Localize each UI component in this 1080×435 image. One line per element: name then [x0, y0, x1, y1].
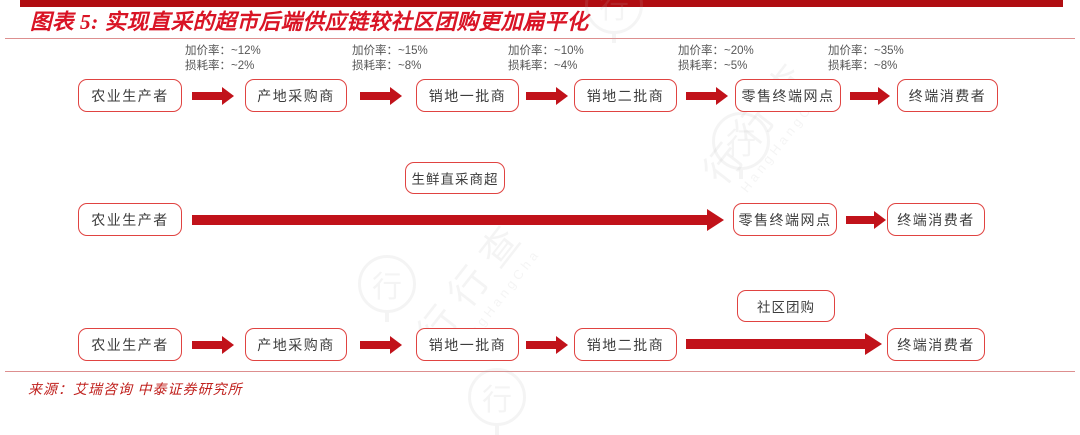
arrow-right-icon [850, 87, 890, 105]
title-divider [5, 38, 1075, 39]
chain1-rates-3: 加价率：~10% 损耗率：~4% [508, 44, 584, 74]
chain1-node-origin-buyer: 产地采购商 [245, 79, 347, 112]
chain1-rates-2: 加价率：~15% 损耗率：~8% [352, 44, 428, 74]
chain1-rates-4: 加价率：~20% 损耗率：~5% [678, 44, 754, 74]
chain2-node-retail-terminal: 零售终端网点 [733, 203, 837, 236]
chain3-node-farmer: 农业生产者 [78, 328, 182, 361]
arrow-right-icon [846, 211, 886, 229]
watermark-logo-icon: 行 [468, 368, 526, 426]
chain3-node-consumer: 终端消费者 [887, 328, 985, 361]
markup-rate: 加价率：~12% [185, 45, 261, 57]
chain3-channel-label: 社区团购 [737, 290, 835, 322]
chain1-node-first-wholesaler: 销地一批商 [416, 79, 519, 112]
chain2-node-farmer: 农业生产者 [78, 203, 182, 236]
chain1-rates-5: 加价率：~35% 损耗率：~8% [828, 44, 904, 74]
arrow-right-icon [526, 336, 568, 354]
chain1-node-consumer: 终端消费者 [897, 79, 998, 112]
loss-rate: 损耗率：~8% [828, 60, 898, 72]
arrow-right-icon [686, 87, 728, 105]
source-note: 来源：艾瑞咨询 中泰证券研究所 [28, 383, 243, 398]
chain3-node-first-wholesaler: 销地一批商 [416, 328, 519, 361]
arrow-right-icon [192, 87, 234, 105]
chain1-node-farmer: 农业生产者 [78, 79, 182, 112]
watermark-logo-icon: 行 [358, 255, 416, 313]
top-accent-bar [20, 0, 1063, 7]
arrow-right-icon [360, 87, 402, 105]
arrow-right-icon [192, 336, 234, 354]
loss-rate: 损耗率：~5% [678, 60, 748, 72]
markup-rate: 加价率：~20% [678, 45, 754, 57]
chain1-node-retail-terminal: 零售终端网点 [735, 79, 841, 112]
chain2-channel-label: 生鲜直采商超 [405, 162, 505, 194]
chain3-node-origin-buyer: 产地采购商 [245, 328, 347, 361]
long-arrow-right-icon [192, 209, 724, 231]
markup-rate: 加价率：~10% [508, 45, 584, 57]
watermark-logo-icon: 行 [712, 112, 770, 170]
chain1-node-second-wholesaler: 销地二批商 [574, 79, 677, 112]
loss-rate: 损耗率：~2% [185, 60, 255, 72]
long-arrow-right-icon [686, 333, 882, 355]
chain2-node-consumer: 终端消费者 [887, 203, 985, 236]
figure-title: 图表 5: 实现直采的超市后端供应链较社区团购更加扁平化 [30, 10, 589, 34]
arrow-right-icon [526, 87, 568, 105]
footer-divider [5, 371, 1075, 372]
loss-rate: 损耗率：~4% [508, 60, 578, 72]
chain3-node-second-wholesaler: 销地二批商 [574, 328, 677, 361]
arrow-right-icon [360, 336, 402, 354]
chain1-rates-1: 加价率：~12% 损耗率：~2% [185, 44, 261, 74]
markup-rate: 加价率：~35% [828, 45, 904, 57]
loss-rate: 损耗率：~8% [352, 60, 422, 72]
markup-rate: 加价率：~15% [352, 45, 428, 57]
